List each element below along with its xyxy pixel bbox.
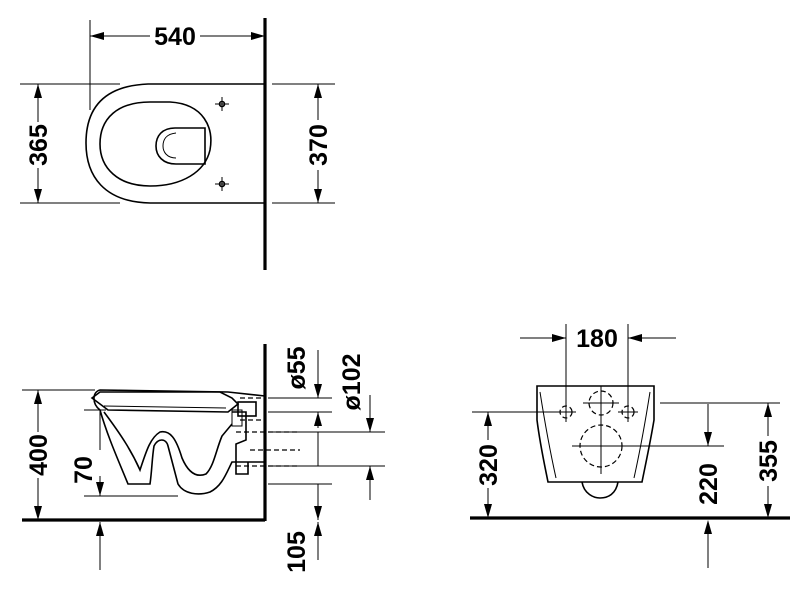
dim-220-label: 220 <box>695 463 723 505</box>
dim-355-arrow-bottom <box>764 504 772 518</box>
dim-102-arrow-bottom <box>366 466 374 480</box>
rear-view-mounting-hole-right <box>618 402 638 422</box>
dim-220-arrow-bottom <box>704 520 712 534</box>
dim-370-arrow-top <box>314 84 322 98</box>
dim-540-arrow-right <box>251 32 265 40</box>
dim-320-label: 320 <box>475 444 503 486</box>
rear-view-outlet-bump <box>581 481 619 499</box>
top-view-bowl-outline <box>85 83 265 204</box>
top-view-outlet-inner <box>162 132 177 159</box>
dim-180-label: 180 <box>576 325 618 353</box>
dim-320-arrow-bottom <box>484 504 492 518</box>
rear-view-mounting-hole-left <box>556 402 576 422</box>
dim-400-arrow-top <box>34 390 42 404</box>
top-view-inner-rim <box>99 101 212 187</box>
dim-365-arrow-top <box>34 84 42 98</box>
dim-370-label: 370 <box>305 124 333 166</box>
dim-220-arrow-top <box>704 432 712 446</box>
dim-105-label: 105 <box>283 531 311 573</box>
dim-370-arrow-bottom <box>314 189 322 203</box>
side-view: 400 70 105 ø55 ø102 <box>22 344 385 573</box>
side-view-flush-connector <box>237 401 257 417</box>
dim-55-arrow-bottom <box>314 412 322 426</box>
dim-180-arrow-right <box>628 334 642 342</box>
dim-365-arrow-bottom <box>34 189 42 203</box>
top-view: 540 365 370 <box>20 18 335 270</box>
dim-70-label: 70 <box>70 456 98 484</box>
dim-70-arrow-bottom <box>96 482 104 496</box>
top-view-outlet <box>155 127 206 165</box>
side-view-flush-inner <box>231 409 243 427</box>
dim-400-label: 400 <box>25 434 53 476</box>
side-view-seat-line <box>103 405 227 409</box>
dim-540-label: 540 <box>154 23 196 51</box>
side-view-seat <box>90 391 240 413</box>
dim-540-arrow-left <box>90 32 104 40</box>
dim-400-arrow-bottom <box>34 506 42 520</box>
dim-180-arrow-left <box>552 334 566 342</box>
dim-105-arrow-top <box>314 506 322 520</box>
dim-55-arrow-top <box>314 384 322 398</box>
dim-105-arrow-left <box>96 522 104 536</box>
dim-320-arrow-top <box>484 412 492 426</box>
rear-view-body-inner <box>539 391 557 479</box>
rear-view-body-inner-right <box>633 391 651 479</box>
dim-355-label: 355 <box>755 440 783 482</box>
rear-view: 180 320 220 355 <box>470 324 790 568</box>
dim-105-arrow-bottom <box>314 522 322 536</box>
dim-55-label: ø55 <box>283 346 311 389</box>
dim-365-label: 365 <box>25 124 53 166</box>
rear-view-body <box>536 385 655 483</box>
mounting-hole-top <box>215 97 229 111</box>
side-view-inner-bowl <box>103 411 233 476</box>
dim-102-label: ø102 <box>338 354 366 411</box>
dim-355-arrow-top <box>764 403 772 417</box>
side-view-trap <box>232 411 249 475</box>
dim-102-arrow-top <box>366 418 374 432</box>
mounting-hole-bottom <box>215 177 229 191</box>
